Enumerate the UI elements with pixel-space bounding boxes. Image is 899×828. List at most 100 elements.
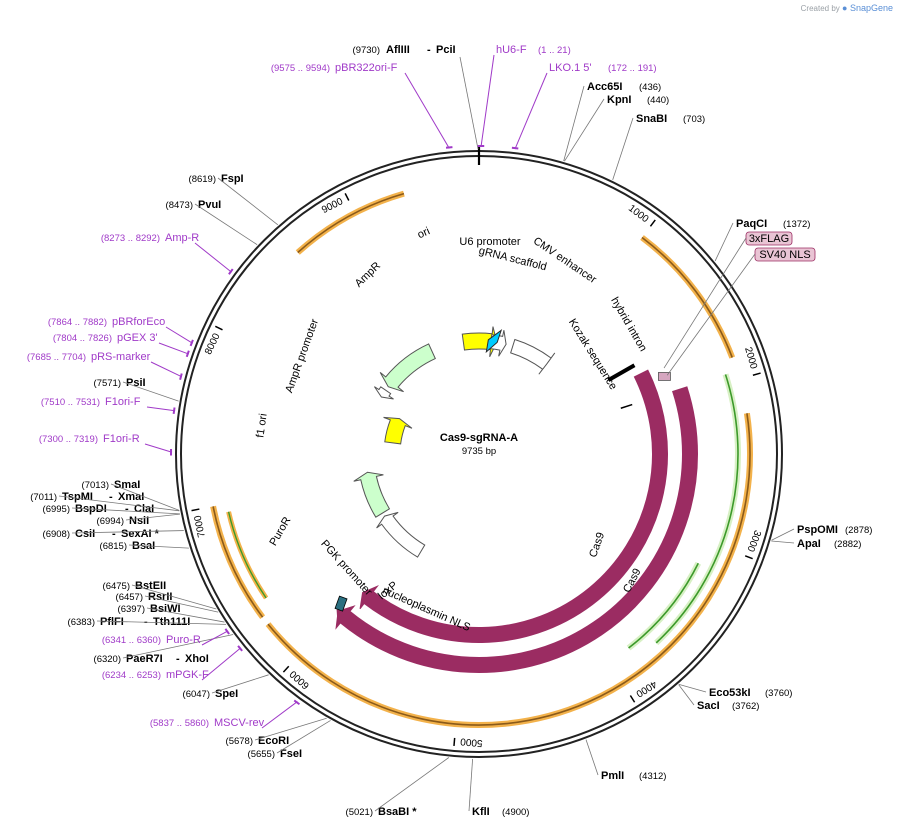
primer-f1orif[interactable]: F1ori-F(7510 .. 7531) <box>41 396 176 414</box>
primer-mark <box>445 146 453 149</box>
site-name: PspOMI <box>797 524 838 536</box>
site-bsabi[interactable]: (5021)BsaBI * <box>346 757 450 818</box>
primer-mark <box>189 339 194 347</box>
tag-leader-line <box>666 253 756 376</box>
site-position: (6397) <box>118 604 145 615</box>
site-leader-line <box>459 56 479 150</box>
orf-3-outline <box>295 190 405 255</box>
tick-label: 6000 <box>288 668 312 691</box>
site-position: (5021) <box>346 807 373 818</box>
tick-mark <box>744 555 753 560</box>
site-name: CsiI <box>75 528 95 540</box>
primer-pbrforeco[interactable]: pBRforEco(7864 .. 7882) <box>48 316 194 347</box>
site-acc65i[interactable]: (436)Acc65I <box>563 81 661 162</box>
site-bsiwi[interactable]: (6397)BsiWI <box>118 603 225 623</box>
primer-pbr322orif[interactable]: pBR322ori-F(9575 .. 9594) <box>271 62 453 149</box>
primer-position: (7300 .. 7319) <box>39 434 98 445</box>
gRNA-scaffold-shape <box>485 329 503 354</box>
primer-leader-line <box>144 443 173 453</box>
nucleoplasmin-nls-arrow <box>336 608 381 644</box>
primer-mpgkf[interactable]: mPGK-F(6234 .. 6253) <box>102 645 243 681</box>
primer-leader-line <box>201 630 229 646</box>
site-leader-line <box>144 595 219 613</box>
site-leader-line <box>58 495 180 512</box>
site-name: SpeI <box>215 688 238 700</box>
site-snabi[interactable]: (703)SnaBI <box>612 113 705 180</box>
primer-mark <box>172 407 176 414</box>
ampr-arrow <box>379 343 436 393</box>
feature-label-pgk-promoter: PGK promoter <box>318 538 374 599</box>
primer-mark <box>179 373 183 380</box>
primer-name: LKO.1 5' <box>549 62 591 74</box>
tick-label: 1000 <box>626 203 651 225</box>
site-position: (2878) <box>845 525 872 536</box>
site-paqci[interactable]: (1372)PaqCI <box>714 218 810 262</box>
hybrid-intron-mark <box>607 363 636 382</box>
primer-prsmarker[interactable]: pRS-marker(7685 .. 7704) <box>27 351 183 380</box>
tick-mark <box>282 665 290 673</box>
site-leader-line <box>122 381 179 402</box>
site-position: (9730) <box>353 45 380 56</box>
site-position: (5678) <box>226 736 253 747</box>
primer-lko15[interactable]: LKO.1 5'(172 .. 191) <box>511 62 657 150</box>
site-pflfi[interactable]: (6383)PflFI-Tth111I <box>68 616 227 628</box>
primer-mark <box>228 268 234 275</box>
site-position: (6047) <box>183 689 210 700</box>
primer-f1orir[interactable]: F1ori-R(7300 .. 7319) <box>39 433 173 456</box>
site-fsei[interactable]: (5655)FseI <box>248 720 331 760</box>
site-csii[interactable]: (6908)CsiI-SexAI * <box>43 528 184 540</box>
primer-name: F1ori-F <box>105 396 141 408</box>
snapgene-logo: ● SnapGene <box>842 3 893 13</box>
site-rsrii[interactable]: (6457)RsrII <box>116 591 219 613</box>
primer-position: (7685 .. 7704) <box>27 352 86 363</box>
site-fspi[interactable]: (8619)FspI <box>189 173 279 226</box>
site-ecori[interactable]: (5678)EcoRI <box>226 717 327 747</box>
site-second-name: XmaI <box>118 491 144 503</box>
site-eco53ki[interactable]: (3760)Eco53kI <box>678 683 793 699</box>
primer-leader-line <box>514 72 548 150</box>
site-smai[interactable]: (7013)SmaI <box>82 479 180 511</box>
site-pvui[interactable]: (8473)PvuI <box>166 199 258 246</box>
site-position: (4900) <box>502 807 529 818</box>
site-dash: - <box>109 491 113 503</box>
tag-sv40nls[interactable]: SV40 NLS <box>666 247 816 376</box>
site-leader-line <box>194 203 258 246</box>
primer-ampr[interactable]: Amp-R(8273 .. 8292) <box>101 232 234 275</box>
site-afliii[interactable]: (9730)AflIII-PciI <box>353 44 479 150</box>
site-paer7i[interactable]: (6320)PaeR7I-XhoI <box>94 634 234 665</box>
primer-mscvrev[interactable]: MSCV-rev(5837 .. 5860) <box>150 699 301 729</box>
site-dash: - <box>112 528 116 540</box>
tick-mark <box>214 325 223 331</box>
site-name: NsiI <box>129 515 149 527</box>
site-spei[interactable]: (6047) SpeI <box>183 674 269 700</box>
tag-3xflag[interactable]: 3xFLAG <box>663 231 793 369</box>
site-kpni[interactable]: (440)KpnI <box>564 94 669 162</box>
site-psii[interactable]: (7571)PsiI <box>94 377 179 402</box>
primer-leader-line <box>404 72 450 149</box>
site-bsteii[interactable]: (6475)BstEII <box>103 580 217 610</box>
site-pspomi[interactable]: (2878) PspOMI <box>771 524 873 541</box>
f1-ori-arrow <box>383 416 413 445</box>
site-leader-line <box>128 544 189 549</box>
site-apai[interactable]: (2882)ApaI <box>771 538 861 550</box>
primer-pgex3[interactable]: pGEX 3'(7804 .. 7826) <box>53 332 190 358</box>
puror-arrow <box>353 471 391 518</box>
primer-puror[interactable]: Puro-R(6341 .. 6360) <box>102 628 230 646</box>
tick-mark <box>629 695 636 703</box>
tick-mark <box>649 219 656 227</box>
site-nsii[interactable]: (6994)NsiI <box>97 513 181 527</box>
feature-label-kozak-sequence: Kozak sequence <box>566 317 619 392</box>
site-bsai[interactable]: (6815)BsaI <box>100 540 189 552</box>
site-pmli[interactable]: (4312)PmlI <box>585 739 666 782</box>
primer-hu6f[interactable]: hU6-F(1 .. 21) <box>477 44 571 148</box>
ampr-promoter-arrow <box>373 386 394 400</box>
site-saci[interactable]: (3762)SacI <box>678 684 760 712</box>
site-leader-line <box>276 720 331 754</box>
site-bspdi[interactable]: (6995)BspDI-ClaI <box>43 503 180 515</box>
site-second-name: SexAI * <box>121 528 160 540</box>
site-dash: - <box>427 44 431 56</box>
site-position: (6320) <box>94 654 121 665</box>
primer-leader-line <box>158 342 189 355</box>
site-name: BstEII <box>135 580 166 592</box>
site-kfli[interactable]: (4900)KflI <box>468 758 529 818</box>
